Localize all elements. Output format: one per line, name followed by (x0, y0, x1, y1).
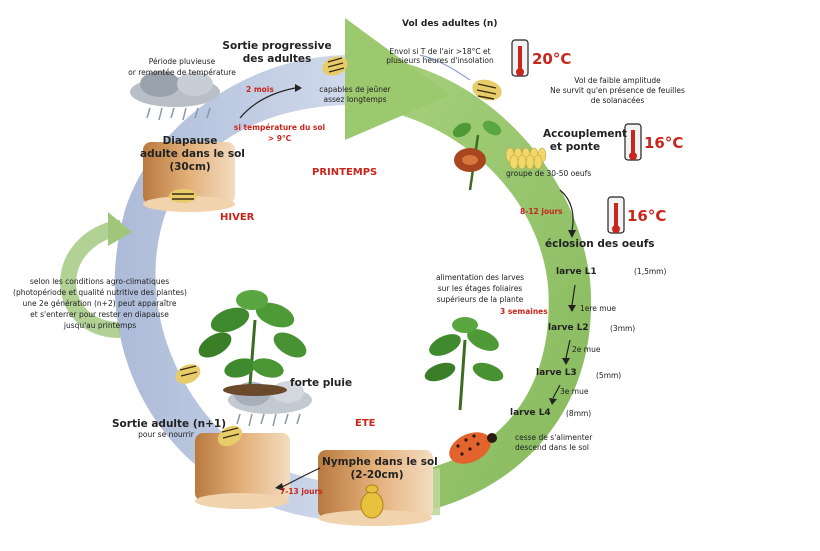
des-adultes-label: des adultes (242, 53, 312, 65)
soil-cylinder-icon (195, 433, 290, 509)
alimentation-2-label: sur les étages foliaires (437, 284, 523, 293)
mue-2-label: 2e mue (572, 345, 601, 354)
larve-l4-label: larve L4 (510, 408, 551, 418)
season-hiver: HIVER (220, 212, 255, 223)
second-generation-4-label: et s'enterrer pour rester en diapause (30, 310, 169, 319)
larve-l2-label: larve L2 (548, 323, 589, 333)
thermometer-icon (624, 123, 642, 161)
nymphe-label: Nymphe dans le sol (322, 456, 438, 468)
beetle-icon (169, 189, 197, 203)
diapause-sol-label: adulte dans le sol (140, 148, 245, 160)
season-ete: ETE (355, 418, 376, 429)
thermometer-icon (607, 196, 625, 234)
size-l2-label: (3mm) (610, 324, 636, 333)
diapause-depth-label: (30cm) (169, 161, 211, 173)
si-temperature-label: si température du sol (233, 123, 326, 132)
larve-l1-label: larve L1 (556, 267, 597, 277)
ne-survit-label: Ne survit qu'en présence de feuilles (550, 86, 685, 95)
forte-pluie-label: forte pluie (290, 377, 353, 389)
second-generation-loop (60, 212, 132, 338)
larva-icon (449, 432, 497, 464)
mue-3-label: 3e mue (560, 387, 589, 396)
se-nourrir-label: pour se nourrir (138, 430, 194, 439)
sortie-progressive-label: Sortie progressive (222, 40, 332, 52)
second-generation-5-label: jusqu'au printemps (63, 321, 137, 330)
cesse-alimenter-label: cesse de s'alimenter (515, 433, 593, 442)
larve-l3-label: larve L3 (536, 368, 577, 378)
mue-1-label: 1ere mue (580, 304, 616, 313)
ring-arrow-head (345, 18, 450, 140)
vol-adultes-label: Vol des adultes (n) (402, 19, 498, 29)
groupe-oeufs-label: groupe de 30-50 oeufs (506, 169, 592, 178)
beetle-icon (175, 364, 201, 384)
temp-16b-label: 16°C (627, 207, 667, 225)
temp-20-label: 20°C (532, 50, 572, 68)
vol-faible-label: Vol de faible amplitude (574, 76, 661, 85)
jours-7-13-label: 7-13 jours (280, 487, 323, 496)
second-generation-3-label: une 2e génération (n+2) peut apparaître (22, 299, 177, 308)
trois-semaines-label: 3 semaines (500, 307, 548, 316)
plant-icon (198, 290, 307, 396)
two-months-label: 2 mois (246, 85, 274, 94)
capables-jeuner-label: capables de jeûner (319, 85, 391, 94)
cloud-rain-icon (130, 71, 220, 121)
descend-sol-label: descend dans le sol (515, 443, 589, 452)
beetle-icon (472, 79, 502, 101)
size-l1-label: (1,5mm) (634, 267, 667, 276)
pupa-icon (360, 484, 384, 519)
egg-cluster-icon (505, 147, 547, 170)
accouplement-label: Accouplement (542, 128, 628, 140)
beetle-icon (454, 148, 486, 172)
beetle-icon (322, 56, 348, 76)
size-l3-label: (5mm) (596, 371, 622, 380)
beetle-icon (217, 425, 243, 447)
season-printemps: PRINTEMPS (312, 167, 378, 178)
ponte-label: et ponte (549, 141, 601, 153)
second-generation-1-label: selon les conditions agro-climatiques (29, 277, 170, 286)
size-l4-label: (8mm) (566, 409, 592, 418)
soil-cylinder-icon (143, 142, 235, 212)
jours-8-12-label: 8-12 jours (520, 207, 563, 216)
nymphe-depth-label: (2-20cm) (350, 469, 404, 481)
plant-icon (424, 317, 504, 411)
solanacees-label: de solanacées (590, 96, 645, 105)
nine-degrees-label: > 9°C (267, 134, 292, 143)
periode-pluvieuse-label: Période pluvieuse (148, 57, 216, 66)
assez-longtemps-label: assez longtemps (323, 95, 387, 104)
stage-arrows (239, 54, 576, 488)
second-generation-2-label: (photopériode et qualité nutritive des p… (13, 288, 187, 297)
alimentation-3-label: supérieurs de la plante (436, 295, 524, 304)
diapause-label: Diapause (162, 135, 218, 147)
sortie-adulte-label: Sortie adulte (n+1) (112, 418, 226, 430)
envol-label: Envol si T de l'air >18°C et plusieurs h… (386, 47, 494, 65)
temp-16a-label: 16°C (644, 134, 684, 152)
alimentation-1-label: alimentation des larves (435, 273, 525, 282)
plant-icon (452, 120, 502, 191)
thermometer-icon (511, 39, 529, 77)
remontee-temperature-label: or remontée de température (128, 68, 236, 77)
eclosion-label: éclosion des oeufs (545, 238, 655, 250)
